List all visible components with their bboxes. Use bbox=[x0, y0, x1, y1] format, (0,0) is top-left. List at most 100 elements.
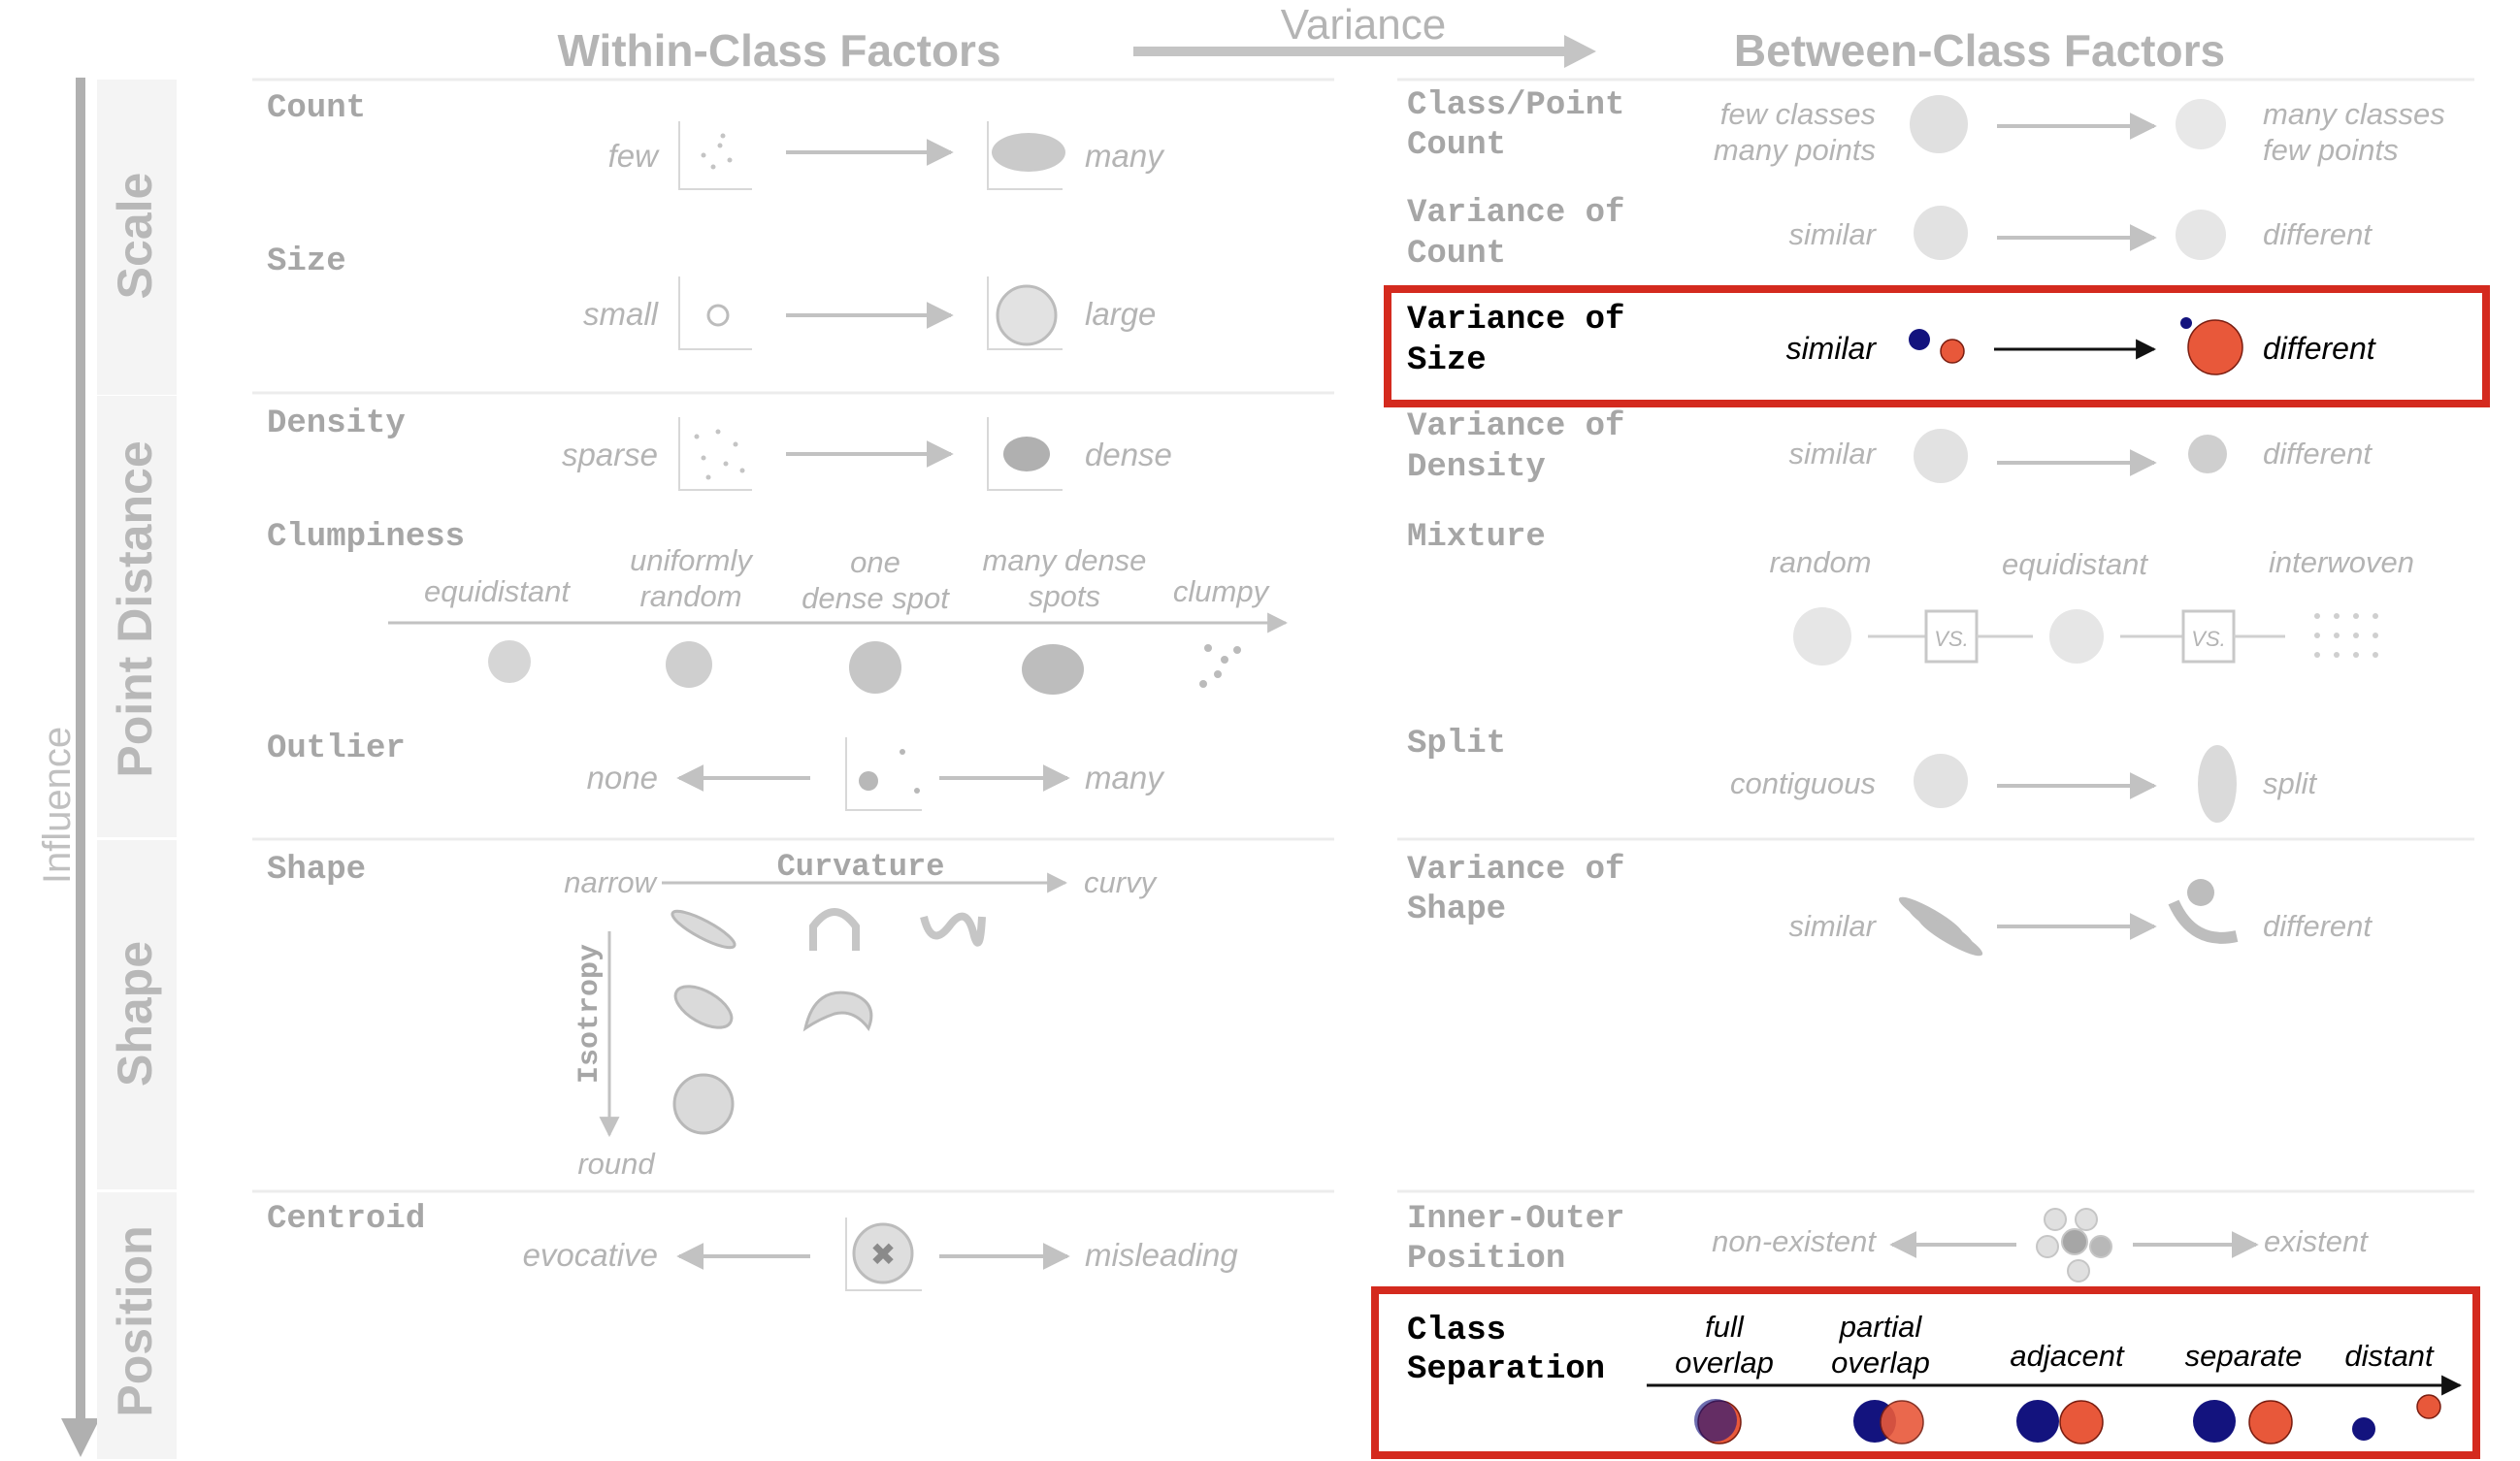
centroid-right-label: misleading bbox=[1085, 1237, 1238, 1273]
split-title: Split bbox=[1407, 726, 1506, 763]
vos-title-1: Variance of bbox=[1407, 302, 1624, 339]
vosh-title-2: Shape bbox=[1407, 892, 1506, 928]
between-inner-outer: Inner-Outer Position non-existent existe… bbox=[1407, 1201, 2369, 1282]
between-split: Split contiguous split bbox=[1407, 726, 2318, 823]
vs-box-2 bbox=[2181, 609, 2236, 664]
svg-text:✖: ✖ bbox=[870, 1237, 897, 1272]
voc-title-1: Variance of bbox=[1407, 195, 1624, 232]
shape-glyphs bbox=[671, 908, 986, 1135]
clump-glyphs bbox=[488, 640, 1241, 695]
between-variance-of-shape: Variance of Shape similar different bbox=[1407, 852, 2373, 957]
vosh-left-glyph bbox=[1898, 896, 1983, 957]
split-right-label: split bbox=[2263, 766, 2318, 800]
cs-title-1: Class bbox=[1407, 1313, 1506, 1349]
outlier-left-label: none bbox=[587, 760, 658, 795]
io-title-2: Position bbox=[1407, 1241, 1565, 1278]
cpc-title-1: Class/Point bbox=[1407, 87, 1624, 124]
cpc-right-glyph bbox=[2176, 99, 2226, 149]
highlight-box-variance-of-size bbox=[1384, 285, 2490, 407]
split-left-label: contiguous bbox=[1730, 766, 1876, 800]
mixture-equidistant-glyph bbox=[2049, 609, 2104, 664]
cs-adjacent-glyph bbox=[2016, 1400, 2104, 1445]
clump-label-5-line2: clumpy bbox=[1173, 574, 1271, 608]
vosh-left-label: similar bbox=[1788, 909, 1877, 943]
between-class-separation: Class Separation full overlap partial ov… bbox=[1371, 1286, 2480, 1459]
vosh-right-glyph bbox=[2168, 879, 2239, 944]
vod-right-glyph bbox=[2188, 435, 2227, 473]
within-class-title: Within-Class Factors bbox=[557, 25, 1000, 76]
vod-right-label: different bbox=[2263, 437, 2373, 471]
cpc-left-1: few classes bbox=[1720, 97, 1876, 131]
cs-label-1-line1: full bbox=[1705, 1310, 1745, 1344]
clump-label-3-line1: one bbox=[850, 545, 900, 579]
clump-label-1-line2: equidistant bbox=[424, 574, 571, 608]
section-position: Position bbox=[108, 1225, 162, 1416]
clump-label-4-line1: many dense bbox=[983, 543, 1147, 577]
vos-right-orange-dot bbox=[2187, 319, 2243, 375]
density-left-label: sparse bbox=[562, 437, 658, 472]
cs-label-2-line2: overlap bbox=[1831, 1346, 1930, 1380]
shape-curvy-label: curvy bbox=[1084, 865, 1159, 899]
voc-right-glyph bbox=[2176, 210, 2226, 260]
variance-label: Variance bbox=[1281, 1, 1446, 49]
within-density: Density sparse dense bbox=[267, 406, 1172, 491]
io-right-label: existent bbox=[2264, 1224, 2369, 1258]
voc-left-label: similar bbox=[1788, 217, 1877, 251]
cs-label-2-line1: partial bbox=[1839, 1310, 1923, 1344]
cs-label-1-line2: overlap bbox=[1675, 1346, 1774, 1380]
cs-separate-glyph bbox=[2193, 1400, 2293, 1445]
between-mixture: Mixture random equidistant interwoven VS… bbox=[1407, 519, 2414, 666]
between-class-point-count: Class/Point Count few classes many point… bbox=[1407, 87, 2445, 167]
vosh-right-label: different bbox=[2263, 909, 2373, 943]
section-scale: Scale bbox=[108, 173, 162, 300]
section-shape: Shape bbox=[108, 941, 162, 1087]
density-title: Density bbox=[267, 406, 406, 442]
vosh-title-1: Variance of bbox=[1407, 852, 1624, 889]
mixture-title: Mixture bbox=[1407, 519, 1546, 556]
cpc-right-2: few points bbox=[2263, 133, 2399, 167]
cs-title-2: Separation bbox=[1407, 1351, 1605, 1388]
between-variance-of-count: Variance of Count similar different bbox=[1407, 195, 2373, 273]
io-glyph bbox=[2036, 1208, 2112, 1282]
count-right-label: many bbox=[1085, 138, 1165, 174]
vs-label-2: VS. bbox=[2191, 627, 2225, 651]
shape-round-label: round bbox=[577, 1147, 656, 1181]
cs-distant-glyph bbox=[2352, 1394, 2441, 1441]
voc-right-label: different bbox=[2263, 217, 2373, 251]
shape-narrow-label: narrow bbox=[564, 865, 658, 899]
vos-left-orange-dot bbox=[1940, 339, 1965, 364]
centroid-left-label: evocative bbox=[523, 1237, 658, 1273]
within-shape: Shape narrow Curvature curvy Isotropy ro… bbox=[267, 849, 1159, 1181]
vod-left-glyph bbox=[1914, 429, 1968, 483]
clump-label-3-line2: dense spot bbox=[802, 581, 950, 615]
few-points-glyph bbox=[701, 133, 733, 170]
highlight-box-class-separation bbox=[1371, 1286, 2480, 1459]
cs-full-overlap-glyph bbox=[1694, 1399, 1742, 1445]
voc-title-2: Count bbox=[1407, 236, 1506, 273]
cpc-right-1: many classes bbox=[2263, 97, 2445, 131]
mixture-interwoven-glyph bbox=[2314, 613, 2378, 658]
curvature-label: Curvature bbox=[777, 849, 945, 885]
mixture-interwoven-label: interwoven bbox=[2269, 545, 2414, 579]
shape-title: Shape bbox=[267, 852, 366, 889]
sparse-points-glyph bbox=[694, 429, 745, 480]
between-variance-of-size: Variance of Size similar different bbox=[1384, 285, 2490, 407]
small-circle-glyph bbox=[706, 304, 730, 327]
many-points-glyph bbox=[992, 133, 1065, 172]
centroid-title: Centroid bbox=[267, 1201, 425, 1238]
density-right-label: dense bbox=[1085, 437, 1172, 472]
cpc-left-2: many points bbox=[1714, 133, 1876, 167]
variance-arrow: Variance bbox=[1133, 1, 1596, 68]
within-outlier: Outlier none many bbox=[267, 730, 1165, 811]
split-left-glyph bbox=[1914, 754, 1968, 808]
large-circle-glyph bbox=[996, 284, 1058, 346]
clump-label-4-line2: spots bbox=[1029, 579, 1100, 613]
size-right-label: large bbox=[1085, 296, 1156, 332]
vs-box-1 bbox=[1924, 609, 1979, 664]
clump-label-2-line2: random bbox=[639, 579, 741, 613]
section-point-distance: Point Distance bbox=[108, 440, 162, 777]
influence-label: Influence bbox=[36, 727, 79, 884]
voc-left-glyph bbox=[1914, 206, 1968, 260]
vod-title-2: Density bbox=[1407, 449, 1546, 486]
